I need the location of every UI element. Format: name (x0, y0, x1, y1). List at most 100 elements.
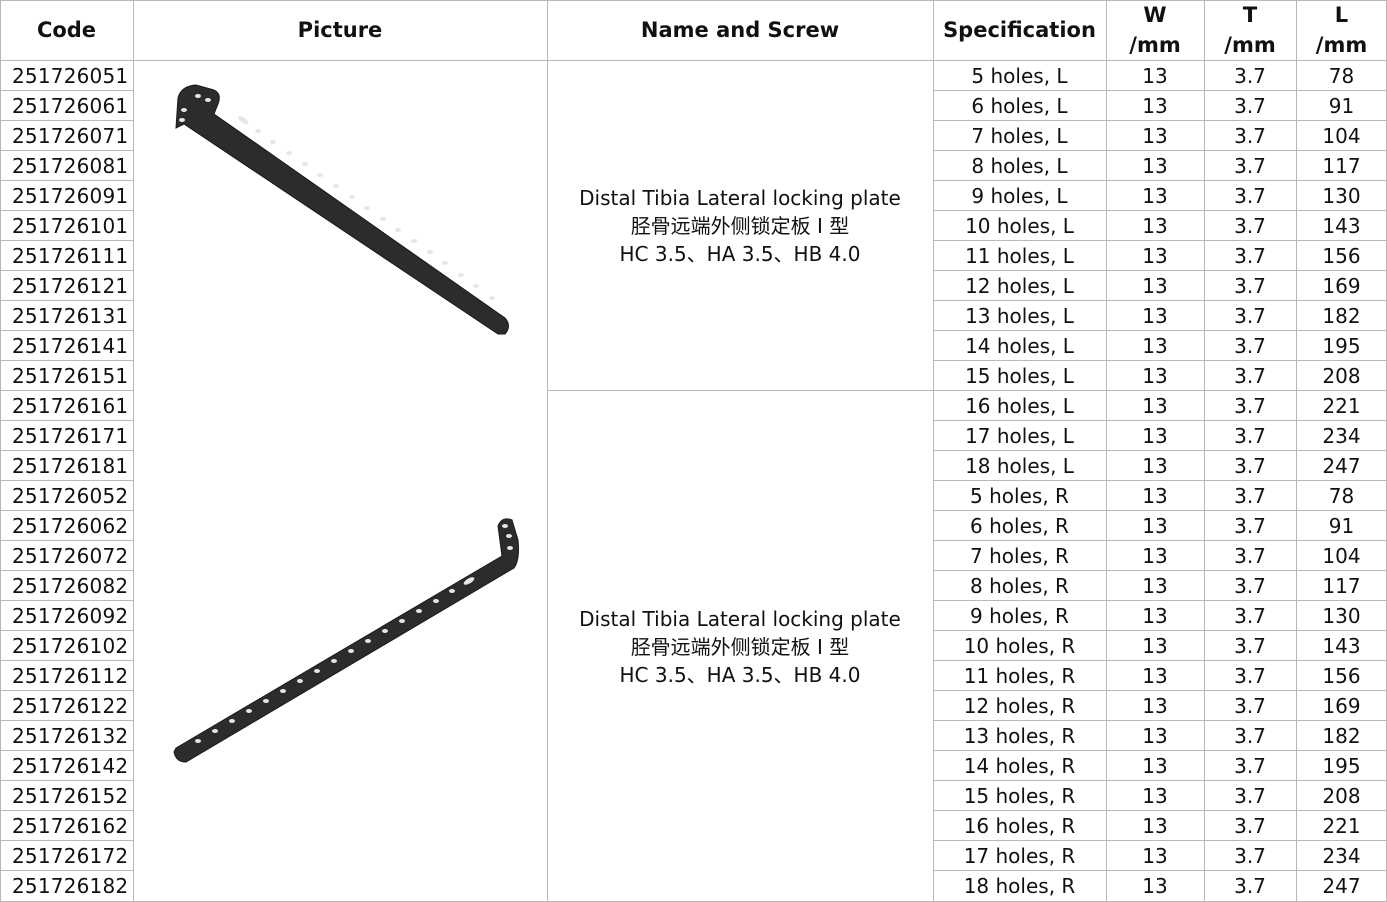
row-code: 251726061 (12, 94, 129, 118)
row-t: 3.7 (1234, 814, 1266, 838)
row-w: 13 (1142, 124, 1168, 148)
grid-hline (0, 870, 133, 871)
row-l: 195 (1322, 754, 1361, 778)
grid-hline (933, 450, 1387, 451)
row-w: 13 (1142, 364, 1168, 388)
row-code: 251726121 (12, 274, 129, 298)
grid-hline (933, 870, 1387, 871)
row-spec: 18 holes, R (963, 874, 1076, 898)
row-w: 13 (1142, 604, 1168, 628)
row-l: 143 (1322, 214, 1361, 238)
row-t: 3.7 (1234, 544, 1266, 568)
grid-vline (1296, 0, 1297, 902)
grid-hline (0, 150, 133, 151)
row-w: 13 (1142, 784, 1168, 808)
header-code-label: Code (36, 18, 97, 42)
grid-hline (933, 510, 1387, 511)
row-w: 13 (1142, 514, 1168, 538)
grid-hline (933, 660, 1387, 661)
row-l: 182 (1322, 304, 1361, 328)
plate-name-en: Distal Tibia Lateral locking plate (579, 606, 901, 631)
header-l-unit: /mm (1315, 33, 1368, 57)
grid-hline (933, 330, 1387, 331)
row-l: 247 (1322, 874, 1361, 898)
row-l: 234 (1322, 424, 1361, 448)
grid-hline (933, 810, 1387, 811)
header-width: W /mm (1106, 0, 1204, 60)
header-name-and-screw: Name and Screw (547, 0, 933, 60)
row-t: 3.7 (1234, 184, 1266, 208)
row-l: 104 (1322, 124, 1361, 148)
grid-hline (0, 540, 133, 541)
row-spec: 13 holes, R (963, 724, 1076, 748)
grid-hline (933, 360, 1387, 361)
row-t: 3.7 (1234, 274, 1266, 298)
row-spec: 17 holes, L (965, 424, 1074, 448)
row-t: 3.7 (1234, 124, 1266, 148)
grid-hline (933, 690, 1387, 691)
row-l: 104 (1322, 544, 1361, 568)
row-code: 251726172 (12, 844, 129, 868)
row-spec: 11 holes, R (963, 664, 1076, 688)
row-code: 251726111 (12, 244, 129, 268)
plate-name-cn: 胫骨远端外侧锁定板 I 型 (630, 634, 850, 659)
row-l: 91 (1328, 94, 1355, 118)
grid-hline (547, 390, 933, 391)
row-spec: 8 holes, L (971, 154, 1068, 178)
grid-vline (133, 0, 134, 902)
grid-hline (0, 0, 1387, 1)
row-spec: 18 holes, L (965, 454, 1074, 478)
row-code: 251726112 (12, 664, 129, 688)
row-code: 251726132 (12, 724, 129, 748)
row-t: 3.7 (1234, 574, 1266, 598)
grid-vline (1106, 0, 1107, 902)
row-code: 251726141 (12, 334, 129, 358)
grid-hline (0, 810, 133, 811)
row-w: 13 (1142, 574, 1168, 598)
row-w: 13 (1142, 274, 1168, 298)
row-w: 13 (1142, 214, 1168, 238)
grid-hline (0, 390, 133, 391)
row-code: 251726062 (12, 514, 129, 538)
row-spec: 17 holes, R (963, 844, 1076, 868)
row-spec: 15 holes, R (963, 784, 1076, 808)
row-spec: 15 holes, L (965, 364, 1074, 388)
header-w-label: W (1143, 3, 1167, 27)
header-specification: Specification (933, 0, 1106, 60)
header-spec-label: Specification (943, 18, 1096, 42)
grid-hline (0, 750, 133, 751)
grid-hline (933, 750, 1387, 751)
row-code: 251726081 (12, 154, 129, 178)
plate-picture-right (173, 518, 519, 763)
row-w: 13 (1142, 634, 1168, 658)
grid-vline (0, 0, 1, 902)
row-l: 195 (1322, 334, 1361, 358)
row-t: 3.7 (1234, 844, 1266, 868)
row-t: 3.7 (1234, 244, 1266, 268)
row-code: 251726072 (12, 544, 129, 568)
grid-hline (933, 180, 1387, 181)
grid-hline (933, 720, 1387, 721)
header-code: Code (0, 0, 133, 60)
plate-name-en: Distal Tibia Lateral locking plate (579, 185, 901, 210)
row-l: 91 (1328, 514, 1355, 538)
row-spec: 12 holes, R (963, 694, 1076, 718)
row-l: 156 (1322, 664, 1361, 688)
row-l: 182 (1322, 724, 1361, 748)
grid-hline (0, 90, 133, 91)
row-w: 13 (1142, 64, 1168, 88)
row-code: 251726071 (12, 124, 129, 148)
grid-vline (547, 0, 548, 902)
grid-hline (933, 420, 1387, 421)
grid-hline (0, 210, 133, 211)
row-code: 251726101 (12, 214, 129, 238)
row-w: 13 (1142, 394, 1168, 418)
grid-hline (0, 780, 133, 781)
grid-hline (0, 720, 133, 721)
grid-hline (0, 840, 133, 841)
row-w: 13 (1142, 664, 1168, 688)
row-spec: 5 holes, L (971, 64, 1068, 88)
row-code: 251726161 (12, 394, 129, 418)
row-l: 130 (1322, 604, 1361, 628)
row-t: 3.7 (1234, 754, 1266, 778)
